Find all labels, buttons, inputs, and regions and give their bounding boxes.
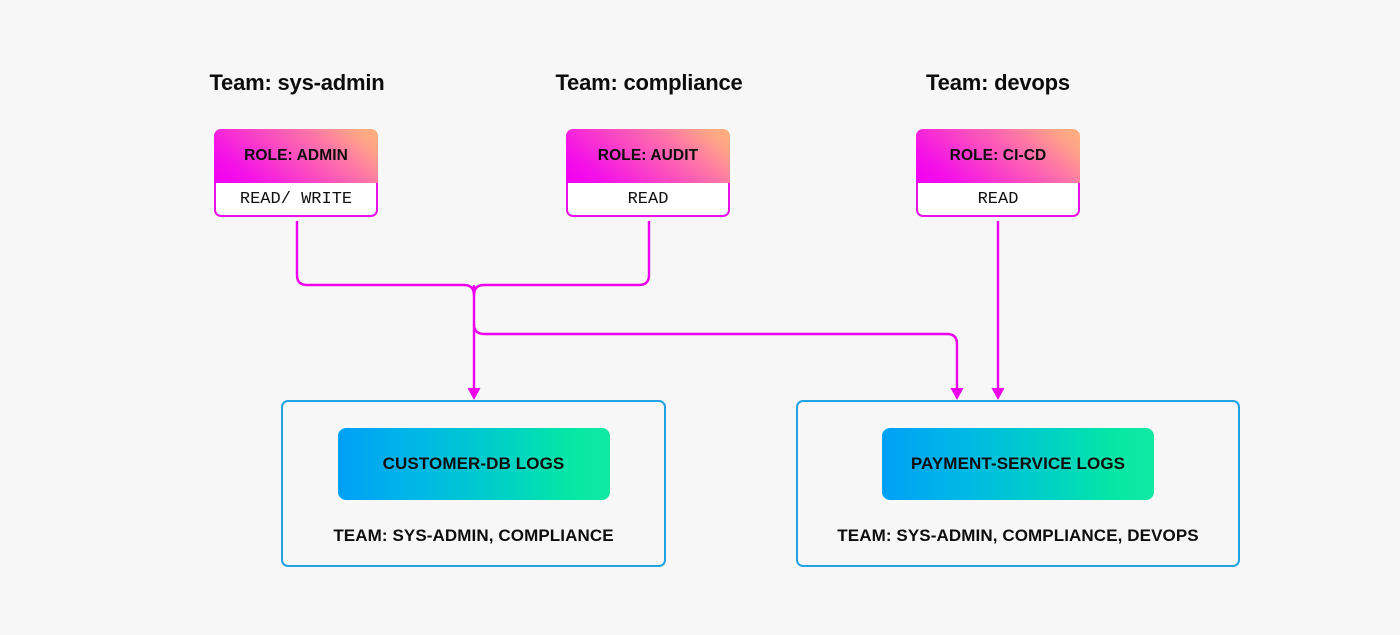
team-title-compliance: Team: compliance — [555, 70, 743, 95]
connector-junction-to-payment-service — [472, 323, 959, 398]
role-label: ROLE: ADMIN — [244, 147, 348, 164]
arrow-customer-db-icon — [467, 388, 481, 400]
resource-teams-label: TEAM: SYS-ADMIN, COMPLIANCE, DEVOPS — [837, 526, 1199, 545]
arrow-payment-service-cicd-icon — [991, 388, 1005, 400]
role-label: ROLE: CI-CD — [949, 147, 1047, 164]
resource-box-payment-service-logs[interactable]: PAYMENT-SERVICE LOGS TEAM: SYS-ADMIN, CO… — [796, 400, 1240, 567]
role-label: ROLE: AUDIT — [597, 147, 699, 164]
team-title-devops: Team: devops — [926, 70, 1070, 95]
team-title-sys-admin: Team: sys-admin — [209, 70, 385, 95]
resource-pill: CUSTOMER-DB LOGS — [337, 428, 610, 500]
role-card-audit[interactable]: ROLE: AUDIT READ — [566, 129, 730, 217]
role-card-header: ROLE: CI-CD — [916, 129, 1080, 183]
role-permission: READ/ WRITE — [214, 183, 378, 217]
role-permission: READ — [916, 183, 1080, 217]
role-permission: READ — [566, 183, 730, 217]
role-card-ci-cd[interactable]: ROLE: CI-CD READ — [916, 129, 1080, 217]
role-card-admin[interactable]: ROLE: ADMIN READ/ WRITE — [214, 129, 378, 217]
role-card-header: ROLE: AUDIT — [566, 129, 730, 183]
connector-audit-to-junction — [472, 221, 651, 296]
resource-pill: PAYMENT-SERVICE LOGS — [882, 428, 1154, 500]
role-permission-label: READ — [977, 189, 1019, 209]
role-permission-label: READ/ WRITE — [239, 189, 353, 209]
resource-name: PAYMENT-SERVICE LOGS — [910, 454, 1126, 473]
role-card-header: ROLE: ADMIN — [214, 129, 378, 183]
resource-name: CUSTOMER-DB LOGS — [382, 454, 565, 473]
role-permission-label: READ — [627, 189, 669, 209]
resource-teams-label: TEAM: SYS-ADMIN, COMPLIANCE — [333, 526, 614, 545]
resource-box-customer-db-logs[interactable]: CUSTOMER-DB LOGS TEAM: SYS-ADMIN, COMPLI… — [281, 400, 666, 567]
connector-admin-to-junction — [295, 221, 476, 296]
arrow-payment-service-shared-icon — [950, 388, 964, 400]
